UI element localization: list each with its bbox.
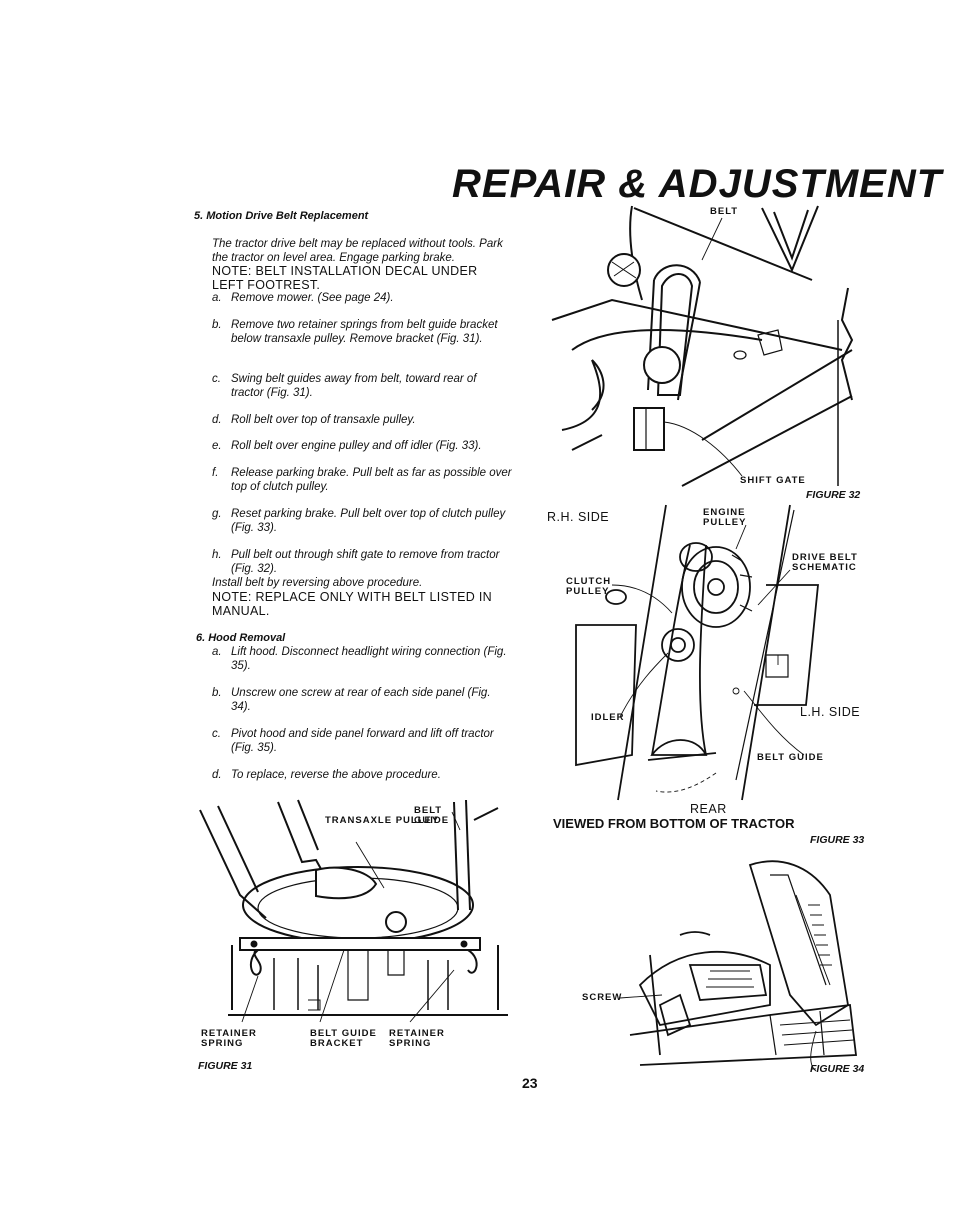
step-text: Reset parking brake. Pull belt over top …: [231, 508, 506, 534]
label-belt-guide-bracket: BELT GUIDE BRACKET: [310, 1028, 377, 1049]
step-text: Pull belt out through shift gate to remo…: [231, 549, 500, 575]
step-text: To replace, reverse the above procedure.: [231, 769, 441, 781]
label-lh-side: L.H. SIDE: [800, 705, 861, 719]
figure-33-illustration: [556, 505, 856, 803]
step-text: Lift hood. Disconnect headlight wiring c…: [231, 646, 507, 672]
step-5b: b. Remove two retainer springs from belt …: [212, 318, 512, 346]
section-5-note: NOTE: BELT INSTALLATION DECAL UNDER LEFT…: [212, 264, 478, 292]
figure-31-illustration: [198, 800, 510, 1030]
step-6c: c. Pivot hood and side panel forward and …: [212, 727, 512, 755]
label-retainer-spring-left: RETAINER SPRING: [201, 1028, 257, 1049]
figure-32-caption: FIGURE 32: [806, 489, 861, 501]
label-idler: IDLER: [591, 712, 625, 723]
label-transaxle-pulley: TRANSAXLE PULLEY: [325, 815, 440, 826]
install-instruction: Install belt by reversing above procedur…: [212, 577, 423, 589]
label-rear: REAR: [690, 802, 727, 816]
step-letter: d.: [212, 769, 222, 781]
step-text: Remove two retainer springs from belt gu…: [231, 319, 498, 345]
step-letter: e.: [212, 440, 222, 452]
figure-34-caption: FIGURE 34: [810, 1063, 865, 1075]
label-belt: BELT: [710, 206, 739, 217]
step-5c: c. Swing belt guides away from belt, towa…: [212, 372, 512, 400]
step-6a: a. Lift hood. Disconnect headlight wiring…: [212, 645, 512, 673]
label-engine-pulley: ENGINE PULLEY: [703, 507, 747, 528]
step-letter: f.: [212, 467, 219, 479]
step-5a: a. Remove mower. (See page 24).: [212, 291, 512, 305]
step-6d: d. To replace, reverse the above procedur…: [212, 768, 512, 782]
label-rh-side: R.H. SIDE: [547, 510, 610, 524]
label-screw: SCREW: [582, 992, 623, 1003]
section-5-heading: 5. Motion Drive Belt Replacement: [194, 210, 369, 222]
step-text: Unscrew one screw at rear of each side p…: [231, 687, 491, 713]
page-title: REPAIR & ADJUSTMENT: [452, 162, 943, 206]
step-5f: f. Release parking brake. Pull belt as fa…: [212, 466, 512, 494]
label-viewed-from-bottom: VIEWED FROM BOTTOM OF TRACTOR: [553, 816, 795, 831]
step-letter: b.: [212, 687, 222, 699]
label-belt-guide-top: BELT GUIDE: [414, 805, 450, 826]
step-text: Release parking brake. Pull belt as far …: [231, 467, 512, 493]
label-belt-guide: BELT GUIDE: [757, 752, 824, 763]
step-letter: g.: [212, 508, 222, 520]
step-5d: d. Roll belt over top of transaxle pulley…: [212, 413, 512, 427]
section-5-intro: The tractor drive belt may be replaced w…: [212, 238, 503, 264]
section-6-heading: 6. Hood Removal: [196, 632, 286, 644]
step-6b: b. Unscrew one screw at rear of each side…: [212, 686, 512, 714]
step-text: Swing belt guides away from belt, toward…: [231, 373, 477, 399]
step-5g: g. Reset parking brake. Pull belt over to…: [212, 507, 512, 535]
step-letter: a.: [212, 292, 222, 304]
step-letter: b.: [212, 319, 222, 331]
step-letter: a.: [212, 646, 222, 658]
label-drive-belt-schematic: DRIVE BELT SCHEMATIC: [792, 552, 858, 573]
step-letter: c.: [212, 728, 221, 740]
step-letter: d.: [212, 414, 222, 426]
label-shift-gate: SHIFT GATE: [740, 475, 806, 486]
step-text: Remove mower. (See page 24).: [231, 292, 394, 304]
step-letter: c.: [212, 373, 221, 385]
page-number: 23: [522, 1075, 538, 1091]
label-retainer-spring-right: RETAINER SPRING: [389, 1028, 445, 1049]
label-clutch-pulley: CLUTCH PULLEY: [566, 576, 612, 597]
step-text: Roll belt over top of transaxle pulley.: [231, 414, 416, 426]
figure-32-illustration: [552, 200, 864, 490]
step-text: Pivot hood and side panel forward and li…: [231, 728, 494, 754]
step-text: Roll belt over engine pulley and off idl…: [231, 440, 482, 452]
step-5e: e. Roll belt over engine pulley and off i…: [212, 439, 512, 453]
figure-33-caption: FIGURE 33: [810, 834, 865, 846]
figure-31-caption: FIGURE 31: [198, 1060, 253, 1072]
step-5h: h. Pull belt out through shift gate to re…: [212, 548, 512, 576]
figure-34-illustration: [620, 855, 860, 1075]
step-letter: h.: [212, 549, 222, 561]
section-5-note2: NOTE: REPLACE ONLY WITH BELT LISTED IN M…: [212, 590, 492, 618]
